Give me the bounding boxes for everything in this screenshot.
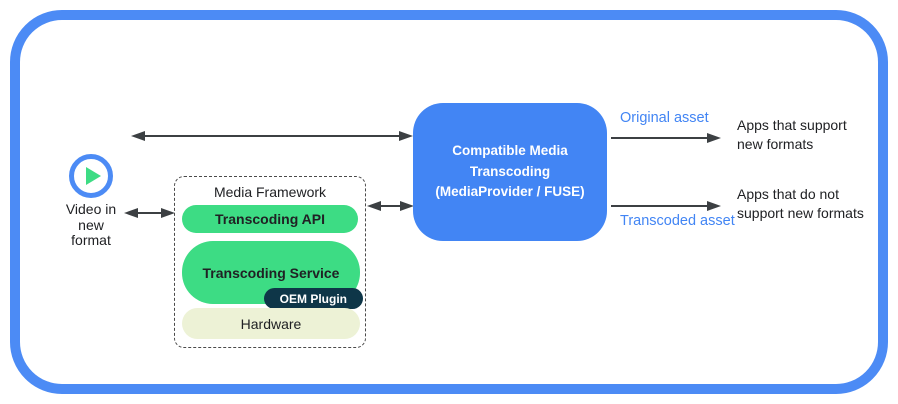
arrow-transcoded-asset	[611, 200, 721, 211]
arrowhead-right-icon	[399, 130, 413, 141]
arrowhead-right-icon	[707, 132, 721, 143]
arrow-video-to-framework-bidirectional	[124, 207, 175, 218]
arrow-framework-to-transcoding-bidirectional	[367, 200, 414, 211]
arrow-original-asset	[611, 132, 721, 143]
compatible-media-transcoding-label: Compatible Media Transcoding (MediaProvi…	[435, 143, 585, 200]
arrowhead-left-icon	[131, 130, 145, 141]
arrowhead-right-icon	[161, 207, 175, 218]
arrowhead-left-icon	[367, 200, 381, 211]
apps-support-new-formats-label: Apps that support new formats	[737, 117, 847, 152]
arrow-line	[138, 211, 161, 214]
transcoding-api-pill: Transcoding API	[182, 205, 358, 233]
hardware-pill: Hardware	[182, 308, 360, 339]
arrowhead-left-icon	[124, 207, 138, 218]
transcoding-service-pill: Transcoding Service OEM Plugin	[182, 241, 363, 309]
compatible-media-transcoding-box: Compatible Media Transcoding (MediaProvi…	[413, 103, 607, 241]
oem-plugin-pill: OEM Plugin	[263, 288, 363, 309]
arrow-line	[145, 134, 399, 137]
transcoding-service-label: Transcoding Service	[202, 264, 340, 281]
arrow-line	[611, 136, 707, 139]
outer-frame-border	[10, 10, 888, 394]
arrow-line	[611, 204, 707, 207]
play-triangle-icon	[85, 167, 101, 185]
original-asset-label: Original asset	[620, 110, 709, 126]
play-icon	[69, 154, 113, 198]
video-in-new-format-label: Video in new format	[65, 201, 117, 248]
transcoded-asset-label: Transcoded asset	[620, 213, 735, 229]
arrowhead-right-icon	[707, 200, 721, 211]
arrowhead-right-icon	[400, 200, 414, 211]
media-framework-title: Media Framework	[213, 184, 327, 200]
apps-not-support-new-formats-label: Apps that do not support new formats	[737, 186, 864, 221]
arrow-video-to-transcoding-bidirectional	[131, 130, 413, 141]
media-framework-box: Media Framework Transcoding API Transcod…	[174, 176, 366, 348]
arrow-line	[381, 204, 400, 207]
